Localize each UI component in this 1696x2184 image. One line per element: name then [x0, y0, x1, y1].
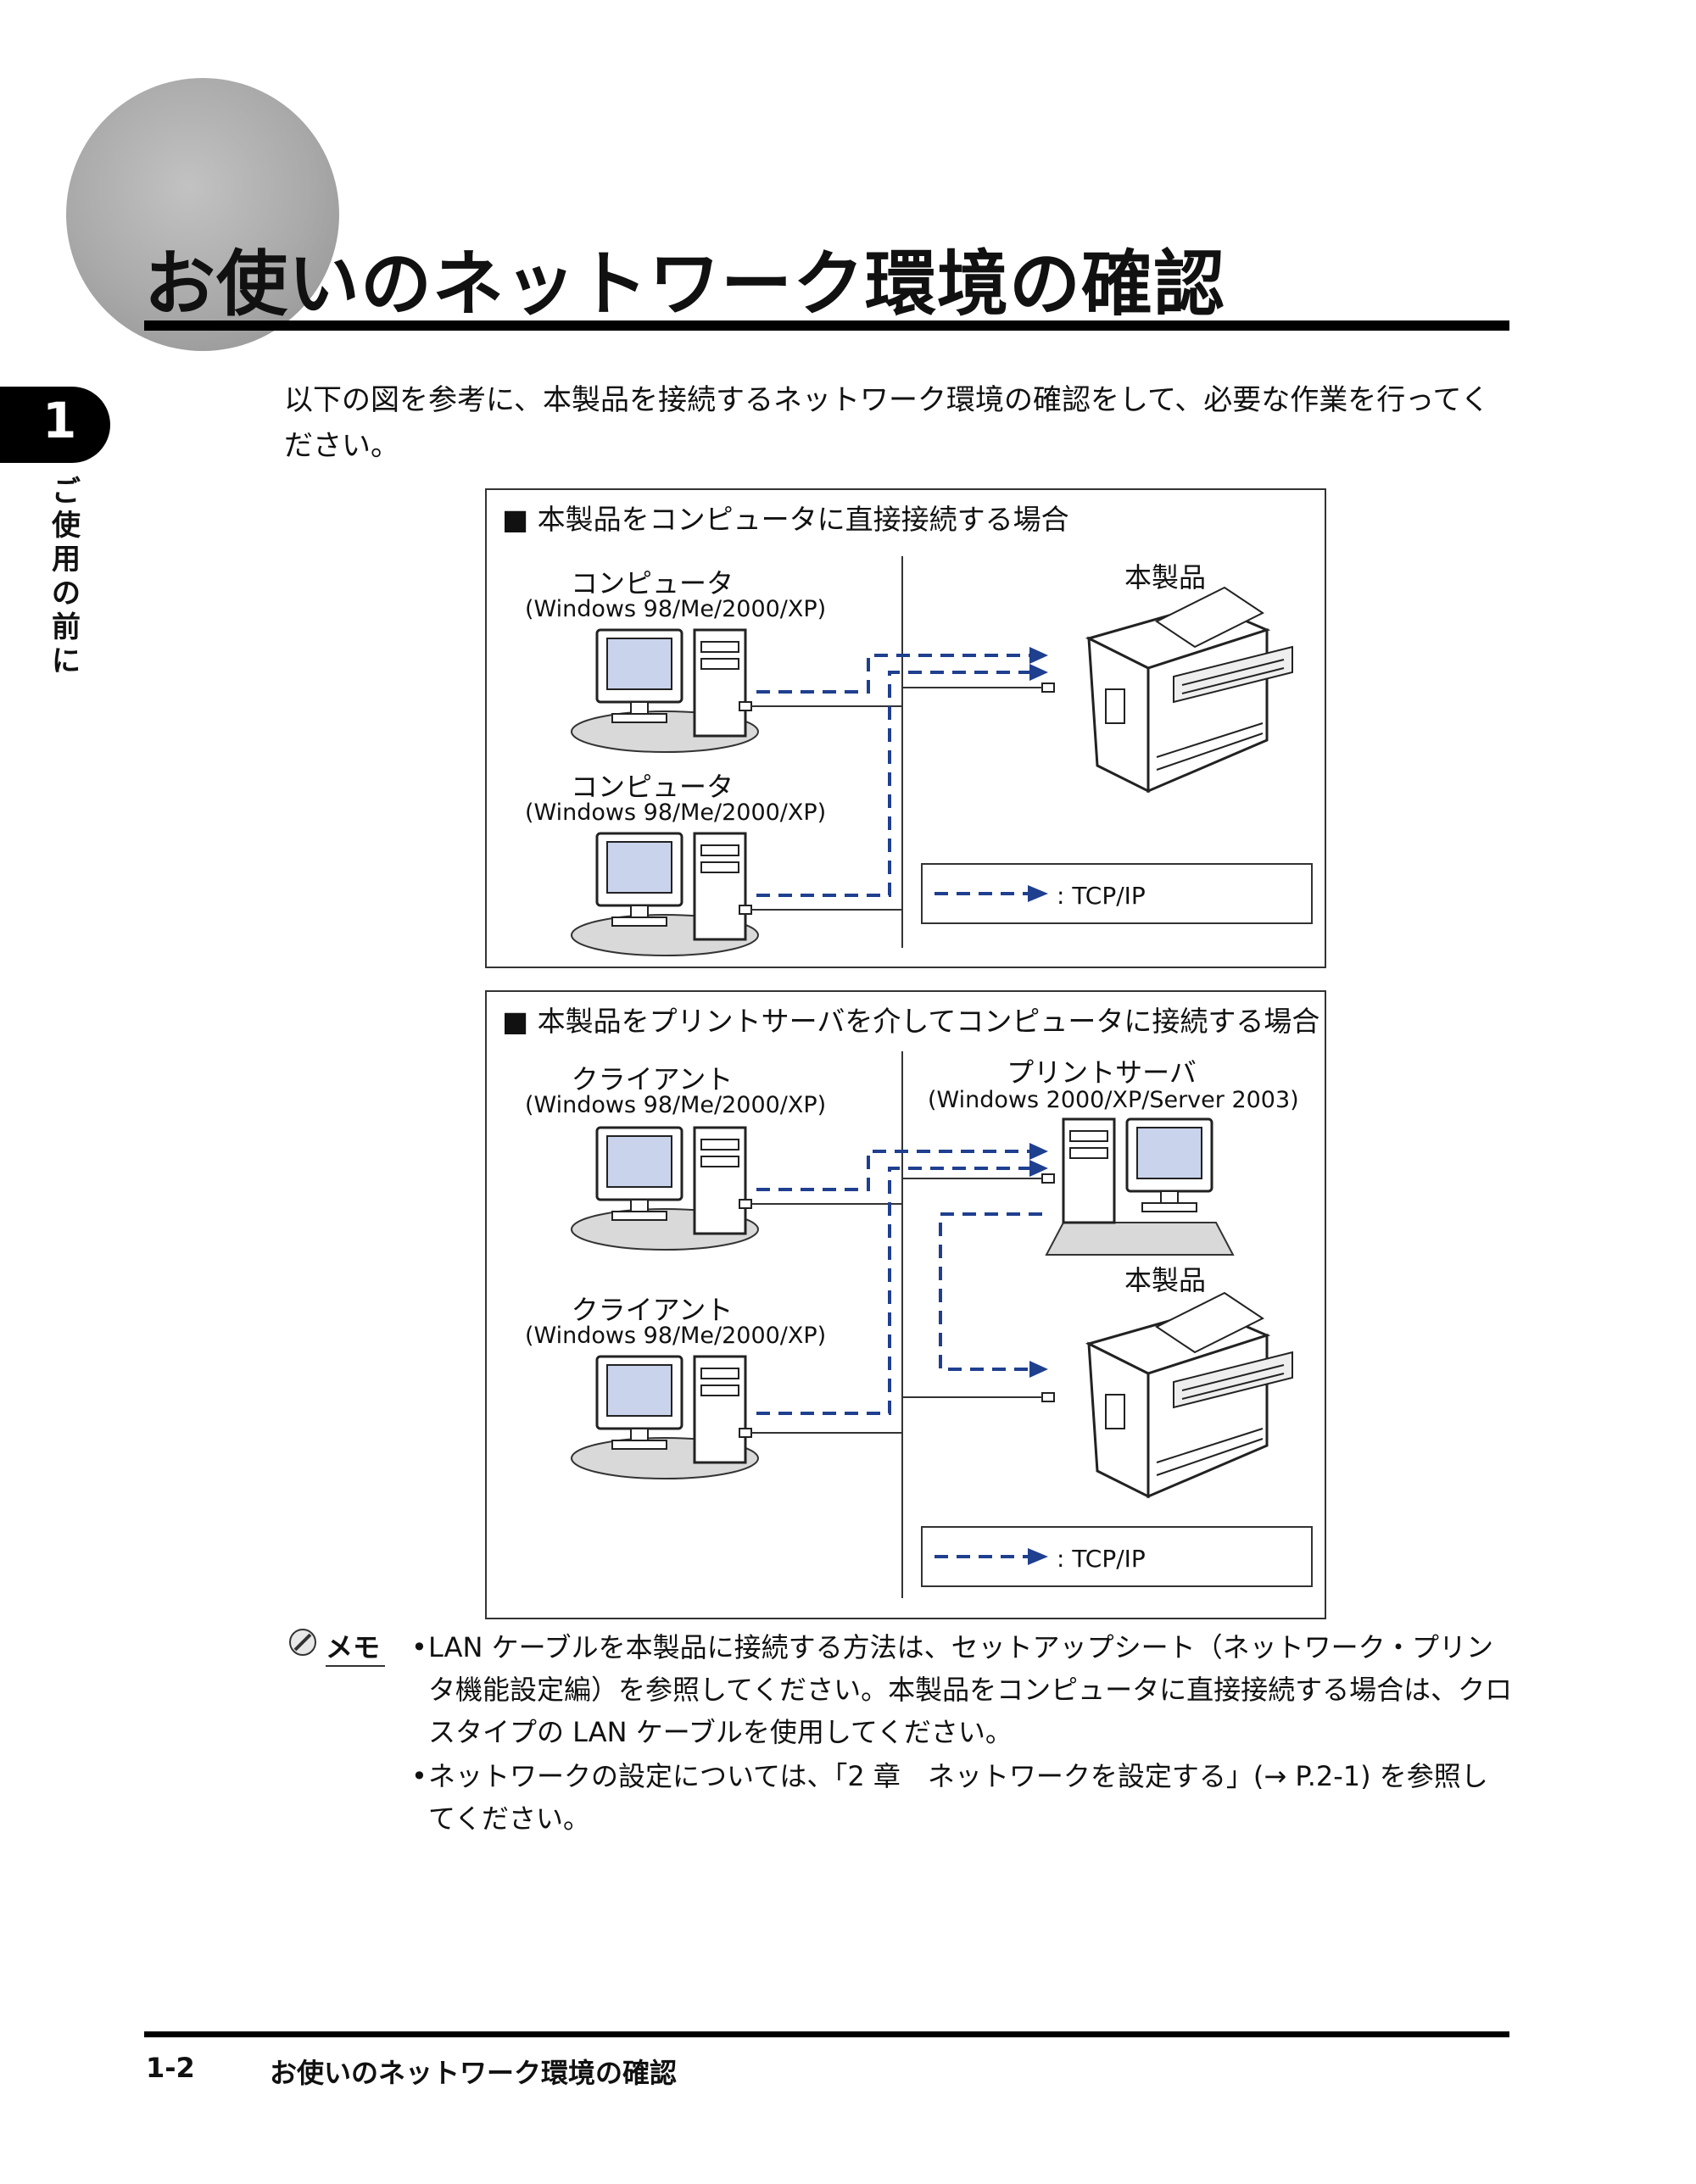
- client-os: (Windows 98/Me/2000/XP): [525, 1323, 827, 1349]
- footer-page-number: 1-2: [146, 2052, 195, 2084]
- legend: : TCP/IP: [921, 1526, 1313, 1587]
- print-server-icon: [1045, 1117, 1235, 1256]
- chapter-side-label: ご使用の前に: [52, 475, 81, 678]
- computer-icon: [570, 832, 760, 957]
- client-computer-icon: [570, 1126, 760, 1251]
- legend: : TCP/IP: [921, 863, 1313, 924]
- footer-title: お使いのネットワーク環境の確認: [270, 2057, 678, 2089]
- computer-label: コンピュータ: [570, 567, 734, 599]
- memo-badge: メモ: [288, 1628, 399, 1667]
- product-label: 本製品: [1124, 561, 1206, 593]
- computer-label: コンピュータ: [570, 771, 734, 803]
- memo-label: メモ: [326, 1626, 386, 1667]
- printer-icon: [1087, 1291, 1294, 1498]
- memo-item-text: LAN ケーブルを本製品に接続する方法は、セットアップシート（ネットワーク・プリ…: [428, 1631, 1513, 1748]
- print-server-os: (Windows 2000/XP/Server 2003): [928, 1087, 1299, 1113]
- client-label: クライアント: [571, 1294, 734, 1326]
- memo-item: • LAN ケーブルを本製品に接続する方法は、セットアップシート（ネットワーク・…: [411, 1631, 1513, 1748]
- legend-arrow-icon: [934, 885, 1048, 902]
- legend-arrow-icon: [934, 1548, 1048, 1565]
- memo-item-text: ネットワークの設定については、「2 章 ネットワークを設定する」(→ P.2-1…: [428, 1760, 1488, 1835]
- computer-icon: [570, 628, 760, 754]
- intro-text: 以下の図を参考に、本製品を接続するネットワーク環境の確認をして、必要な作業を行っ…: [284, 383, 1490, 463]
- chapter-tab: [0, 387, 110, 463]
- diagram-direct-connection: ■ 本製品をコンピュータに直接接続する場合 コンピュータ (Windows 98…: [485, 488, 1326, 968]
- diagram-title: ■ 本製品をプリントサーバを介してコンピュータに接続する場合: [502, 1005, 1320, 1038]
- client-label: クライアント: [571, 1063, 734, 1095]
- print-server-label: プリントサーバ: [1007, 1056, 1197, 1089]
- client-computer-icon: [570, 1355, 760, 1480]
- decorative-circle: [66, 78, 339, 351]
- footer-rule: [144, 2031, 1509, 2037]
- title-rule: [144, 320, 1509, 331]
- memo-item: • ネットワークの設定については、「2 章 ネットワークを設定する」(→ P.2…: [411, 1760, 1488, 1835]
- legend-label: : TCP/IP: [1057, 882, 1146, 910]
- diagram-print-server-connection: ■ 本製品をプリントサーバを介してコンピュータに接続する場合 クライアント (W…: [485, 990, 1326, 1619]
- chapter-number: 1: [42, 392, 77, 449]
- client-os: (Windows 98/Me/2000/XP): [525, 1092, 827, 1118]
- product-label: 本製品: [1124, 1264, 1206, 1296]
- page-title: お使いのネットワーク環境の確認: [144, 242, 1226, 326]
- network-diagram-2: [570, 1051, 1294, 1598]
- network-diagram-1: [570, 556, 1294, 957]
- legend-label: : TCP/IP: [1057, 1545, 1146, 1573]
- diagram-title: ■ 本製品をコンピュータに直接接続する場合: [502, 503, 1069, 536]
- computer-os: (Windows 98/Me/2000/XP): [525, 596, 827, 622]
- printer-icon: [1087, 586, 1294, 793]
- computer-os: (Windows 98/Me/2000/XP): [525, 800, 827, 826]
- pencil-icon: [289, 1629, 316, 1656]
